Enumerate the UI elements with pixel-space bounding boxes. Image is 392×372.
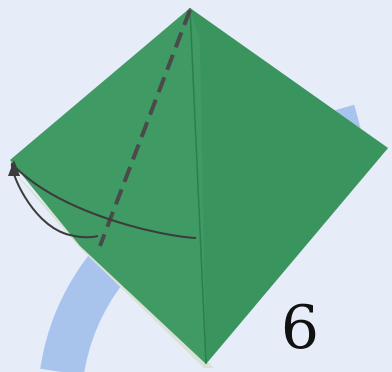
origami-paper-right-face (190, 8, 388, 364)
center-crease (189, 7, 207, 365)
valley-fold-line-icon (98, 9, 192, 247)
step-number: 6 (280, 293, 320, 363)
arrowhead-icon (8, 160, 20, 176)
